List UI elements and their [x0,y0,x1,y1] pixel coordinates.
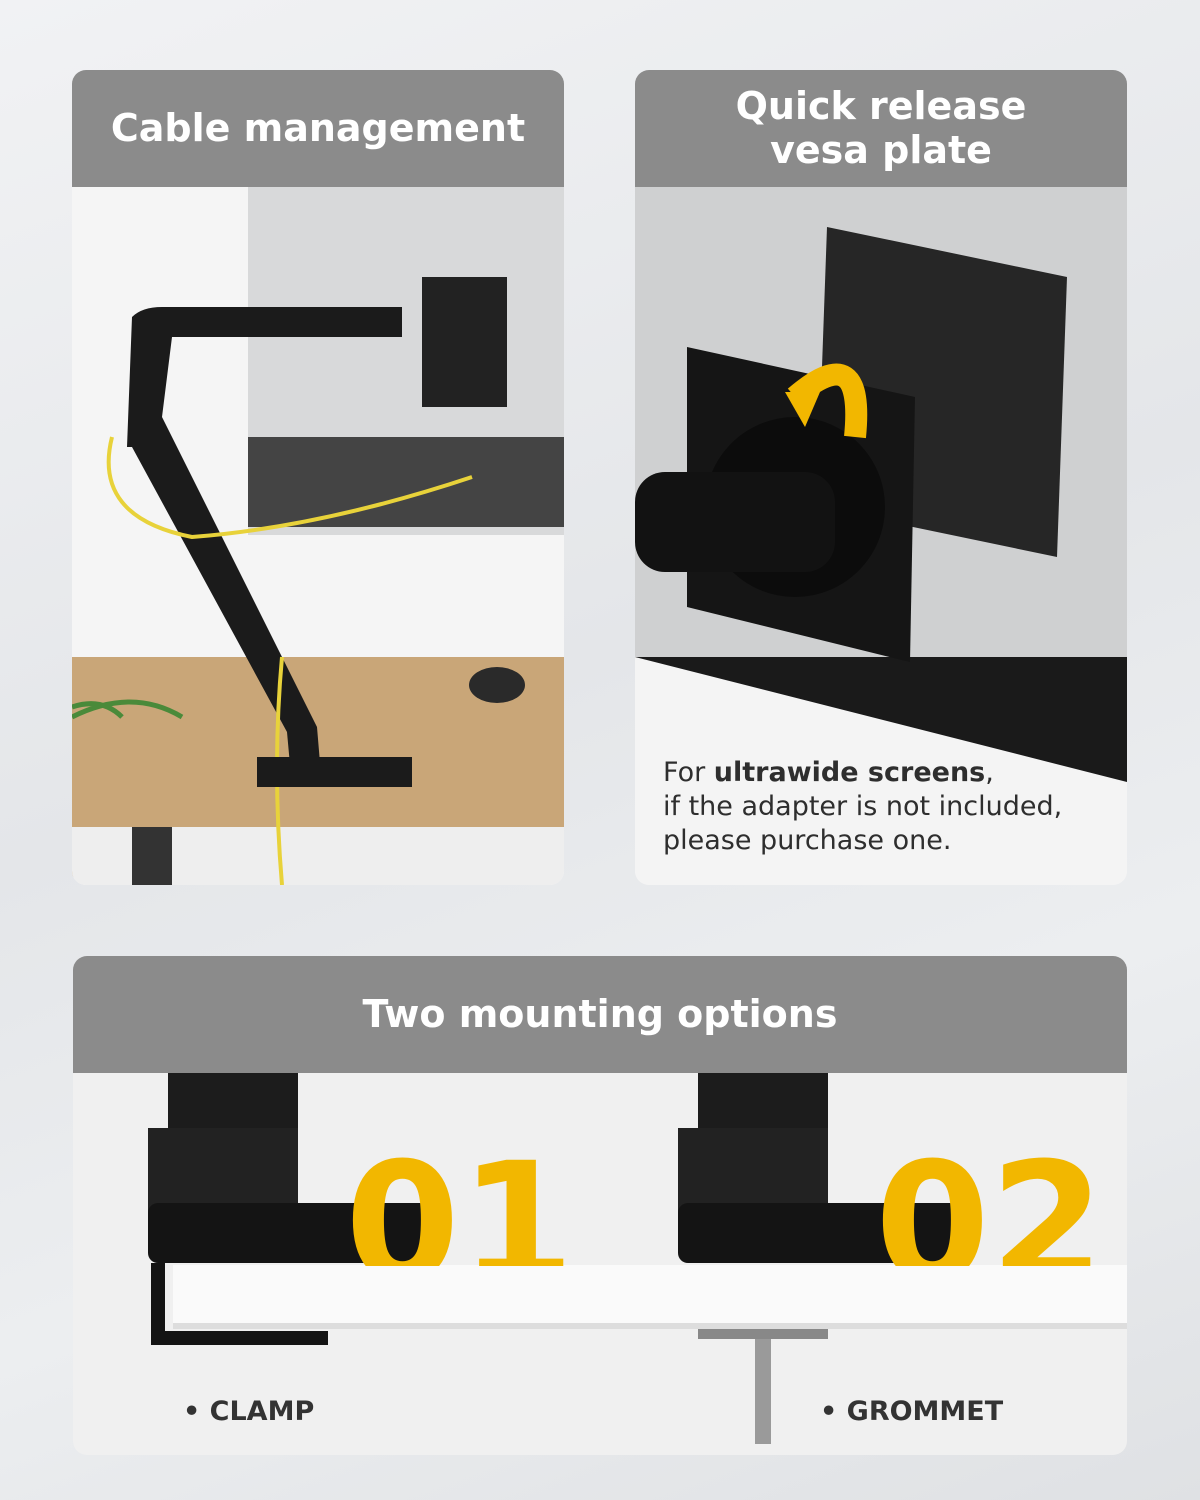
cable-management-panel: Cable management [72,70,564,885]
mounting-options-title: Two mounting options [73,956,1127,1073]
quick-release-title-line2: vesa plate [770,127,992,172]
option2-number: 02 [875,1141,1105,1266]
quick-release-title: Quick release vesa plate [635,70,1127,187]
note-line3: please purchase one. [663,825,952,856]
cable-management-image [72,187,564,885]
cable-management-title: Cable management [72,70,564,187]
vesa-plate-image [635,187,1127,885]
mounting-options-image [73,1073,1127,1455]
mounting-options-panel: Two mounting options 01 02 • CLAMP • GRO… [73,956,1127,1455]
note-bold: ultrawide screens [713,757,986,788]
ultrawide-adapter-note: For ultrawide screens, if the adapter is… [663,756,1062,858]
option1-number: 01 [345,1141,575,1266]
quick-release-panel: Quick release vesa plate For ultrawide s… [635,70,1127,885]
note-prefix: For [663,757,714,788]
note-suffix: , [985,757,994,788]
note-line2: if the adapter is not included, [663,791,1063,822]
quick-release-title-line1: Quick release [735,83,1027,128]
grommet-label: • GROMMET [820,1396,1004,1427]
clamp-label: • CLAMP [183,1396,315,1427]
